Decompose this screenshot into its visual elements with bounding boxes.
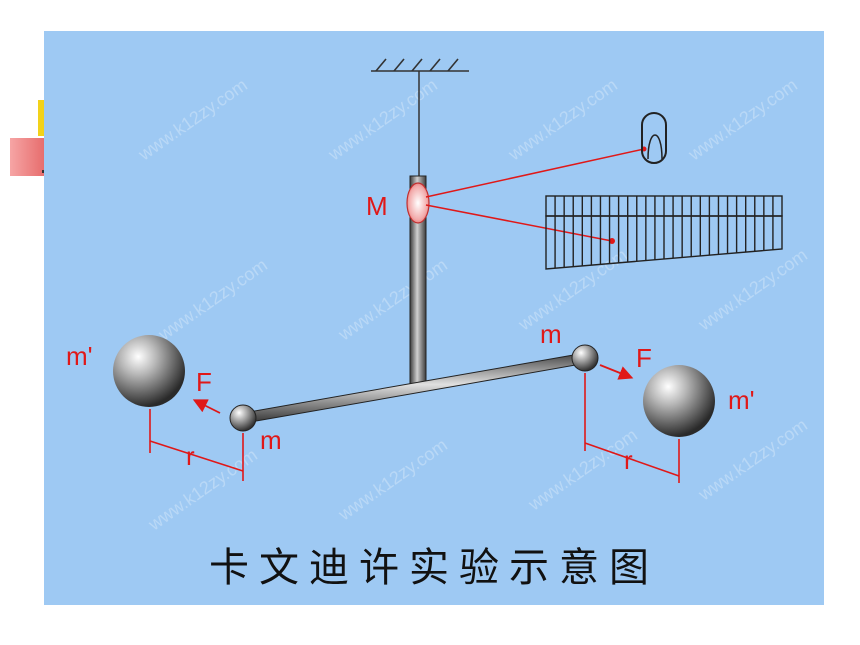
label-large-mass-left: m' <box>66 341 93 371</box>
label-force-left: F <box>196 367 212 397</box>
distance-marker-right <box>584 373 680 483</box>
small-ball-right <box>571 344 599 372</box>
label-mirror-M: M <box>366 191 388 221</box>
force-arrow-left <box>192 399 221 414</box>
large-ball-left <box>113 335 185 407</box>
decor-pink-block <box>10 138 46 176</box>
light-rays <box>425 148 645 242</box>
decor-dot <box>42 170 45 173</box>
large-ball-right <box>643 365 715 437</box>
label-distance-left: r <box>186 441 195 471</box>
light-source <box>641 112 667 164</box>
distance-marker-left <box>149 409 244 481</box>
diagram-caption: 卡文迪许实验示意图 <box>209 545 659 591</box>
ceiling-mount <box>371 58 469 72</box>
small-ball-left <box>229 404 257 432</box>
cavendish-diagram: www.k12zy.com www.k12zy.com www.k12zy.co… <box>44 31 824 605</box>
force-arrow-right <box>599 364 634 380</box>
label-small-mass-left: m <box>260 425 282 455</box>
ray-point-scale <box>609 238 615 244</box>
label-force-right: F <box>636 343 652 373</box>
label-distance-right: r <box>624 445 633 475</box>
label-small-mass-right: m <box>540 319 562 349</box>
scale-ruler <box>545 195 783 270</box>
diagram-background <box>44 31 824 605</box>
label-large-mass-right: m' <box>728 385 755 415</box>
mirror <box>406 182 430 224</box>
